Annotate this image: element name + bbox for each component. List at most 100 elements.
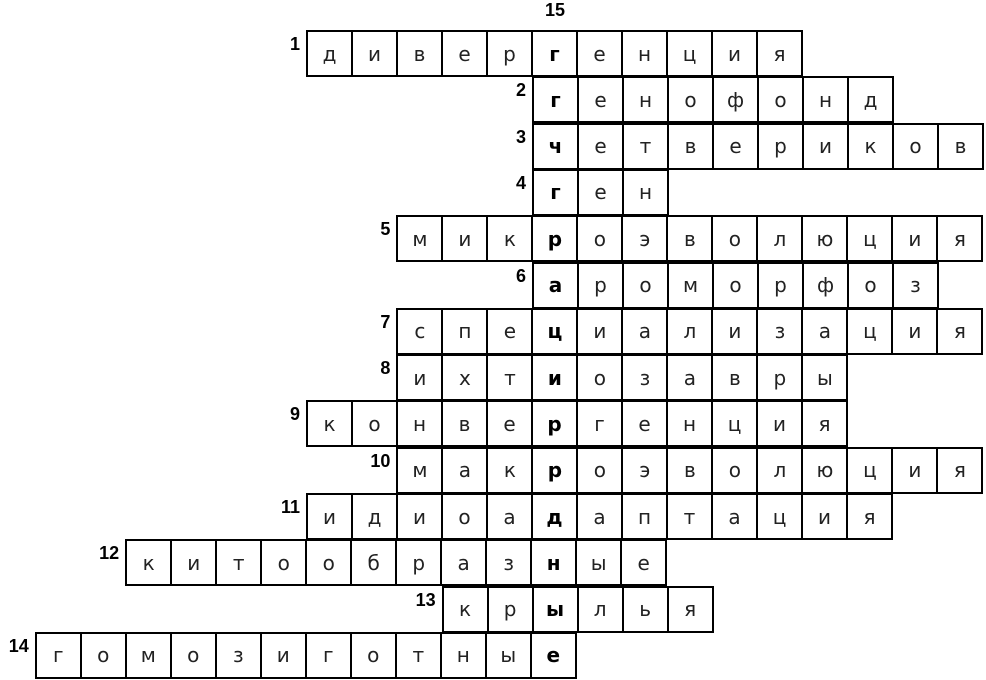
letter-cell[interactable]: о — [711, 215, 759, 263]
letter-cell[interactable]: о — [349, 631, 397, 679]
letter-cell[interactable]: о — [79, 631, 127, 679]
letter-cell[interactable]: ы — [484, 631, 532, 679]
letter-cell[interactable]: и — [801, 493, 848, 540]
letter-cell[interactable]: д — [306, 30, 353, 77]
letter-cell[interactable]: н — [622, 76, 669, 124]
key-cell[interactable]: а — [532, 261, 579, 309]
letter-cell[interactable]: м — [396, 215, 444, 263]
letter-cell[interactable]: е — [486, 400, 533, 448]
letter-cell[interactable]: о — [305, 539, 353, 587]
letter-cell[interactable]: и — [891, 215, 939, 263]
letter-cell[interactable]: к — [306, 400, 353, 448]
letter-cell[interactable]: о — [576, 215, 624, 263]
key-cell[interactable]: ч — [532, 122, 579, 170]
letter-cell[interactable]: в — [441, 400, 488, 448]
letter-cell[interactable]: д — [351, 493, 398, 540]
letter-cell[interactable]: т — [486, 354, 534, 402]
letter-cell[interactable]: э — [621, 446, 669, 494]
letter-cell[interactable]: л — [756, 446, 804, 494]
letter-cell[interactable]: р — [486, 585, 534, 633]
letter-cell[interactable]: м — [396, 446, 444, 494]
key-cell[interactable]: р — [531, 215, 579, 263]
letter-cell[interactable]: я — [666, 585, 714, 633]
letter-cell[interactable]: о — [169, 631, 217, 679]
letter-cell[interactable]: и — [306, 493, 353, 540]
letter-cell[interactable]: ц — [846, 446, 894, 494]
letter-cell[interactable]: и — [396, 354, 444, 402]
letter-cell[interactable]: з — [892, 261, 939, 309]
letter-cell[interactable]: и — [711, 30, 758, 77]
letter-cell[interactable]: з — [214, 631, 262, 679]
key-cell[interactable]: ц — [531, 307, 579, 355]
letter-cell[interactable]: ь — [621, 585, 669, 633]
letter-cell[interactable]: о — [576, 446, 624, 494]
letter-cell[interactable]: т — [622, 122, 669, 170]
letter-cell[interactable]: е — [577, 168, 624, 216]
letter-cell[interactable]: о — [667, 76, 714, 124]
letter-cell[interactable]: я — [936, 307, 984, 355]
letter-cell[interactable]: о — [757, 76, 804, 124]
letter-cell[interactable]: ц — [846, 307, 894, 355]
letter-cell[interactable]: ф — [712, 76, 759, 124]
letter-cell[interactable]: а — [801, 307, 849, 355]
letter-cell[interactable]: р — [395, 539, 443, 587]
letter-cell[interactable]: я — [756, 30, 803, 77]
letter-cell[interactable]: е — [577, 76, 624, 124]
letter-cell[interactable]: л — [666, 307, 714, 355]
letter-cell[interactable]: я — [936, 446, 984, 494]
letter-cell[interactable]: о — [711, 446, 759, 494]
letter-cell[interactable]: е — [712, 122, 759, 170]
letter-cell[interactable]: и — [259, 631, 307, 679]
letter-cell[interactable]: ц — [666, 30, 713, 77]
letter-cell[interactable]: к — [847, 122, 894, 170]
letter-cell[interactable]: к — [125, 539, 173, 587]
letter-cell[interactable]: р — [577, 261, 624, 309]
letter-cell[interactable]: я — [801, 400, 848, 448]
letter-cell[interactable]: и — [396, 493, 443, 540]
letter-cell[interactable]: и — [576, 307, 624, 355]
letter-cell[interactable]: в — [396, 30, 443, 77]
letter-cell[interactable]: к — [441, 585, 489, 633]
letter-cell[interactable]: и — [351, 30, 398, 77]
key-cell[interactable]: р — [531, 446, 579, 494]
letter-cell[interactable]: в — [667, 122, 714, 170]
letter-cell[interactable]: и — [891, 446, 939, 494]
letter-cell[interactable]: в — [666, 446, 714, 494]
letter-cell[interactable]: з — [621, 354, 669, 402]
letter-cell[interactable]: а — [441, 446, 489, 494]
letter-cell[interactable]: я — [846, 493, 893, 540]
letter-cell[interactable]: т — [394, 631, 442, 679]
letter-cell[interactable]: в — [937, 122, 984, 170]
letter-cell[interactable]: е — [441, 30, 488, 77]
letter-cell[interactable]: п — [441, 307, 489, 355]
letter-cell[interactable]: к — [486, 446, 534, 494]
letter-cell[interactable]: ы — [801, 354, 849, 402]
letter-cell[interactable]: и — [170, 539, 218, 587]
letter-cell[interactable]: н — [622, 168, 669, 216]
letter-cell[interactable]: т — [666, 493, 713, 540]
letter-cell[interactable]: а — [666, 354, 714, 402]
letter-cell[interactable]: н — [666, 400, 713, 448]
letter-cell[interactable]: р — [757, 122, 804, 170]
key-cell[interactable]: и — [531, 354, 579, 402]
letter-cell[interactable]: е — [486, 307, 534, 355]
key-cell[interactable]: г — [532, 76, 579, 124]
letter-cell[interactable]: и — [441, 215, 489, 263]
letter-cell[interactable]: и — [802, 122, 849, 170]
key-cell[interactable]: г — [531, 30, 578, 77]
letter-cell[interactable]: д — [847, 76, 894, 124]
letter-cell[interactable]: ц — [711, 400, 758, 448]
key-cell[interactable]: е — [529, 631, 577, 679]
letter-cell[interactable]: е — [577, 122, 624, 170]
letter-cell[interactable]: и — [711, 307, 759, 355]
letter-cell[interactable]: в — [711, 354, 759, 402]
letter-cell[interactable]: г — [304, 631, 352, 679]
letter-cell[interactable]: о — [351, 400, 398, 448]
letter-cell[interactable]: ю — [801, 446, 849, 494]
letter-cell[interactable]: н — [802, 76, 849, 124]
letter-cell[interactable]: л — [576, 585, 624, 633]
letter-cell[interactable]: н — [621, 30, 668, 77]
letter-cell[interactable]: о — [847, 261, 894, 309]
letter-cell[interactable]: о — [892, 122, 939, 170]
letter-cell[interactable]: г — [34, 631, 82, 679]
